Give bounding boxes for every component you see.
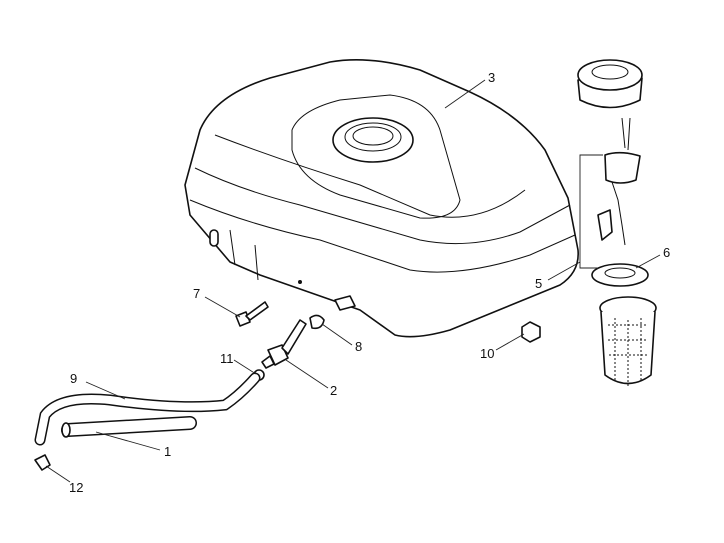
- strainer: [599, 296, 657, 386]
- fuel-tank: [184, 58, 579, 338]
- callout-3: 3: [488, 70, 496, 85]
- callout-2: 2: [330, 383, 338, 398]
- bolt: [235, 301, 269, 327]
- callout-11: 11: [220, 351, 234, 366]
- callout-10: 10: [480, 346, 495, 361]
- callout-8: 8: [355, 339, 363, 354]
- cap-plug: [34, 454, 51, 471]
- callout-12: 12: [69, 480, 84, 495]
- callout-9: 9: [70, 371, 78, 386]
- callout-7: 7: [193, 286, 201, 301]
- leader-lines: [45, 79, 661, 483]
- fuel-cap: [577, 59, 643, 246]
- fuel-valve: [261, 319, 307, 369]
- nut: [521, 321, 541, 343]
- callout-1: 1: [164, 444, 172, 459]
- clip: [309, 314, 325, 330]
- hose: [61, 416, 197, 438]
- callout-5: 5: [535, 276, 543, 291]
- seal-ring: [591, 263, 649, 287]
- callout-6: 6: [663, 245, 671, 260]
